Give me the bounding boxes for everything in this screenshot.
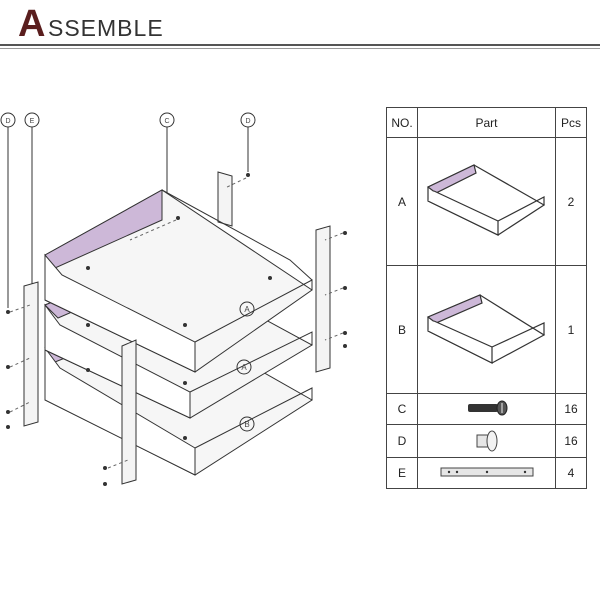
guide-lines — [9, 177, 344, 469]
tray-label-a-middle: A — [241, 363, 247, 372]
tray-b-icon — [426, 294, 545, 364]
row-part — [417, 457, 556, 489]
row-part — [417, 137, 556, 266]
callout-d-right: D — [240, 112, 256, 172]
header-rule-thin — [0, 48, 600, 49]
screw-icon — [467, 400, 507, 415]
header-no: NO. — [386, 107, 418, 138]
row-no: E — [386, 457, 418, 489]
fasteners — [6, 173, 347, 486]
side-bar-front-left — [23, 281, 39, 427]
parts-table: NO. Part Pcs A 2 B — [386, 107, 587, 489]
tray-label-b: B — [244, 420, 249, 429]
table-row: E 4 — [386, 457, 587, 489]
title-first-letter: A — [18, 3, 46, 45]
bolt-icon — [476, 430, 497, 451]
row-pcs: 4 — [555, 457, 587, 489]
callout-label: D — [5, 118, 10, 125]
table-row: B 1 — [386, 265, 587, 394]
row-part — [417, 265, 556, 394]
row-pcs: 2 — [555, 137, 587, 266]
side-bar-front-right — [121, 339, 137, 485]
tray-a-icon — [426, 164, 545, 236]
callout-label: D — [245, 118, 250, 125]
tray-label-a-top: A — [244, 305, 250, 314]
row-part — [417, 393, 556, 425]
row-pcs: 1 — [555, 265, 587, 394]
row-no: D — [386, 424, 418, 458]
row-pcs: 16 — [555, 424, 587, 458]
row-part — [417, 424, 556, 458]
callout-label: C — [164, 118, 169, 125]
table-row: D 16 — [386, 424, 587, 458]
title-rest: SSEMBLE — [48, 15, 164, 41]
bar-icon — [440, 467, 533, 476]
header: A SSEMBLE — [0, 0, 600, 50]
row-pcs: 16 — [555, 393, 587, 425]
header-rule — [0, 44, 600, 46]
assembly-diagram: D E C D B — [0, 112, 347, 486]
tray-a-top: A — [44, 189, 313, 373]
table-header-row: NO. Part Pcs — [386, 107, 587, 138]
header-part: Part — [417, 107, 556, 138]
header-pcs: Pcs — [555, 107, 587, 138]
row-no: B — [386, 265, 418, 394]
side-bar-back-top — [217, 171, 233, 227]
row-no: A — [386, 137, 418, 266]
callout-e: E — [24, 112, 40, 285]
callout-d-left: D — [0, 112, 16, 308]
table-row: C 16 — [386, 393, 587, 425]
callout-label: E — [30, 118, 35, 125]
row-no: C — [386, 393, 418, 425]
table-row: A 2 — [386, 137, 587, 266]
side-bar-back-right — [315, 225, 331, 373]
